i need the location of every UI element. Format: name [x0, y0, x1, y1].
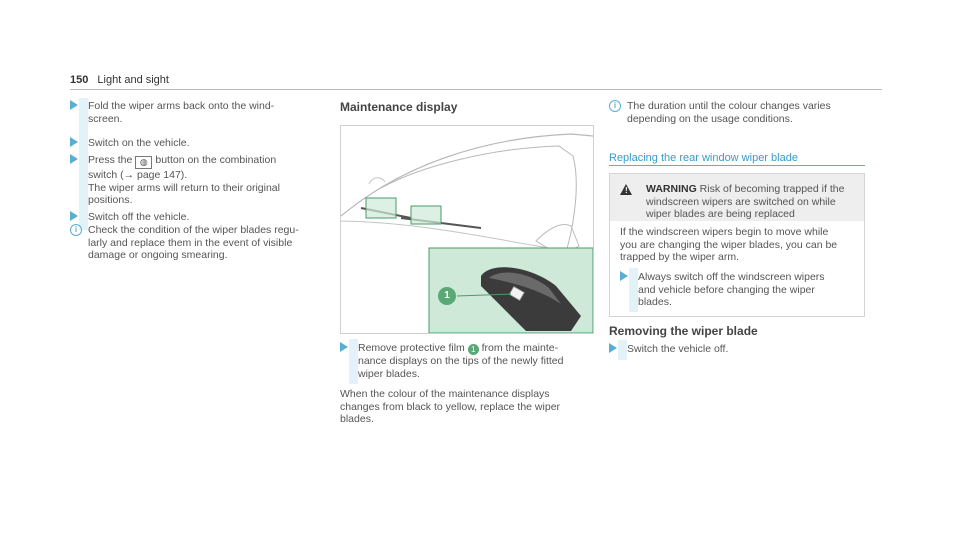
warning-text: WARNING Risk of becoming trapped if the … — [646, 183, 858, 221]
step-arrow-icon — [340, 342, 348, 352]
step-arrow-icon — [70, 154, 78, 164]
step-text: Switch the vehicle off. — [627, 343, 729, 355]
step-arrow-icon — [609, 343, 617, 353]
subsection-rule — [609, 165, 865, 166]
step-text: Fold the wiper arms back onto the wind- … — [88, 100, 275, 125]
callout-badge: 1 — [467, 344, 479, 355]
wiper-figure: 1 — [340, 125, 594, 334]
warning-label: WARNING — [646, 183, 697, 195]
step-highlight — [618, 340, 627, 360]
info-note: The duration until the colour changes va… — [627, 100, 831, 125]
page-header: 150 Light and sight — [70, 74, 169, 86]
step-arrow-icon — [620, 271, 628, 281]
step-highlight — [79, 133, 88, 155]
warning-text-line: windscreen wipers are switched on while … — [646, 195, 836, 221]
right-note: i The duration until the colour changes … — [609, 100, 869, 140]
step-highlight — [79, 208, 88, 230]
step-text-part: button on the combination switch (→ page… — [88, 154, 280, 206]
wiper-button-icon: ◍ — [135, 156, 153, 169]
step-text: Switch off the vehicle. — [88, 211, 190, 223]
warning-box: ! WARNING Risk of becoming trapped if th… — [609, 173, 865, 317]
step-arrow-icon — [70, 100, 78, 110]
warning-text-line: Risk of becoming trapped if the — [699, 183, 845, 195]
wiper-illustration — [340, 133, 594, 334]
info-icon: i — [70, 224, 82, 236]
info-note: Check the condition of the wiper blades … — [88, 224, 299, 261]
warning-header: ! WARNING Risk of becoming trapped if th… — [610, 174, 864, 221]
middle-text: Remove protective film 1 from the mainte… — [340, 339, 598, 442]
step-arrow-icon — [70, 211, 78, 221]
section-heading: Removing the wiper blade — [609, 324, 758, 338]
warning-body: If the windscreen wipers begin to move w… — [620, 226, 838, 263]
warning-exclamation: ! — [625, 186, 628, 195]
body-paragraph: When the colour of the maintenance displ… — [340, 388, 561, 425]
step-highlight — [629, 268, 638, 312]
removing-step: Switch the vehicle off. — [609, 340, 859, 363]
section-heading: Maintenance display — [340, 100, 458, 114]
step-text: Remove protective film 1 from the mainte… — [358, 342, 598, 380]
step-text-part: Press the — [88, 154, 133, 166]
step-highlight — [79, 151, 88, 213]
step-text-part: from the mainte- nance displays on the t… — [358, 342, 564, 380]
warning-step: Always switch off the windscreen wipers … — [620, 268, 860, 312]
step-text: Always switch off the windscreen wipers … — [638, 271, 825, 308]
step-highlight — [349, 339, 358, 384]
left-column: Fold the wiper arms back onto the wind- … — [70, 98, 320, 300]
warning-triangle-icon — [620, 184, 632, 195]
step-text-part: Remove protective film — [358, 342, 465, 354]
figure-callout: 1 — [444, 290, 450, 301]
page-number: 150 — [70, 74, 89, 86]
subsection-title: Replacing the rear window wiper blade — [609, 152, 798, 164]
info-icon: i — [609, 100, 621, 112]
step-arrow-icon — [70, 137, 78, 147]
step-highlight — [79, 98, 88, 138]
step-text: Press the◍button on the combination swit… — [88, 154, 320, 207]
header-divider — [70, 89, 882, 90]
section-title: Light and sight — [97, 74, 169, 86]
step-text: Switch on the vehicle. — [88, 137, 190, 149]
